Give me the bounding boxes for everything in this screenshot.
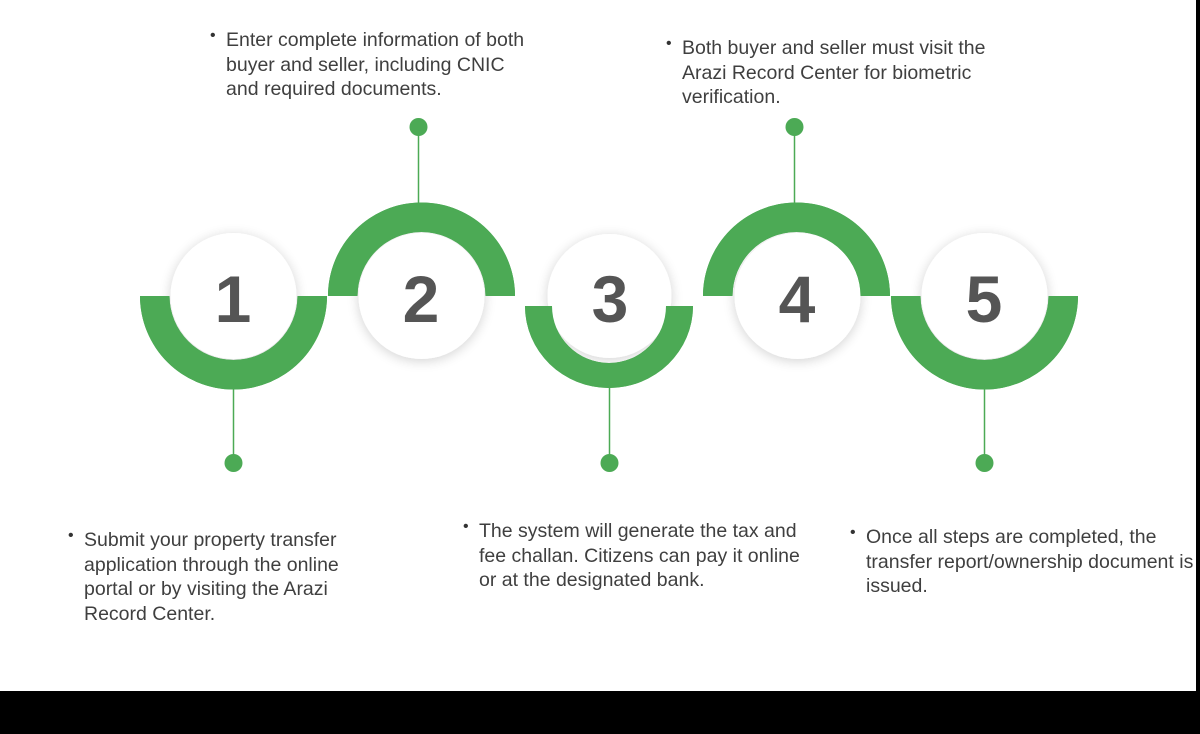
circle-step-4	[734, 233, 861, 359]
step-number-3: 3	[591, 262, 629, 336]
step-description-1: • Submit your property transfer applicat…	[68, 527, 383, 626]
circle-step-5	[921, 233, 1048, 359]
dot-icon	[600, 454, 619, 472]
step-description-text: Enter complete information of both buyer…	[226, 29, 525, 100]
bullet-icon: •	[463, 518, 469, 535]
dot-icon	[785, 118, 804, 136]
step-number-1: 1	[214, 262, 252, 336]
step-description-2: • Enter complete information of both buy…	[210, 27, 540, 102]
diagram-graphics	[140, 118, 1078, 472]
step-description-text: Submit your property transfer applicatio…	[84, 529, 339, 625]
connector-step-5	[975, 388, 994, 472]
bullet-icon: •	[850, 524, 856, 541]
step-description-text: Once all steps are completed, the transf…	[866, 526, 1194, 597]
bullet-icon: •	[210, 27, 216, 44]
circle-step-2	[358, 233, 485, 359]
dot-icon	[975, 454, 994, 472]
connector-step-1	[224, 388, 243, 472]
connector-step-2	[409, 118, 428, 205]
step-description-4: • Both buyer and seller must visit the A…	[666, 35, 996, 110]
process-diagram: 1 2 3 4 5 • Enter complete information o…	[0, 0, 1196, 691]
connector-step-3	[600, 388, 619, 472]
step-description-text: The system will generate the tax and fee…	[479, 520, 800, 591]
step-description-3: • The system will generate the tax and f…	[463, 518, 808, 593]
connector-step-4	[785, 118, 804, 205]
bullet-icon: •	[68, 527, 74, 544]
step-description-5: • Once all steps are completed, the tran…	[850, 524, 1196, 599]
step-number-5: 5	[965, 262, 1003, 336]
step-description-text: Both buyer and seller must visit the Ara…	[682, 37, 986, 108]
step-number-2: 2	[402, 262, 440, 336]
circle-step-3	[547, 234, 672, 358]
circle-step-1	[170, 233, 297, 359]
bullet-icon: •	[666, 35, 672, 52]
dot-icon	[409, 118, 428, 136]
dot-icon	[224, 454, 243, 472]
step-number-4: 4	[778, 262, 816, 336]
